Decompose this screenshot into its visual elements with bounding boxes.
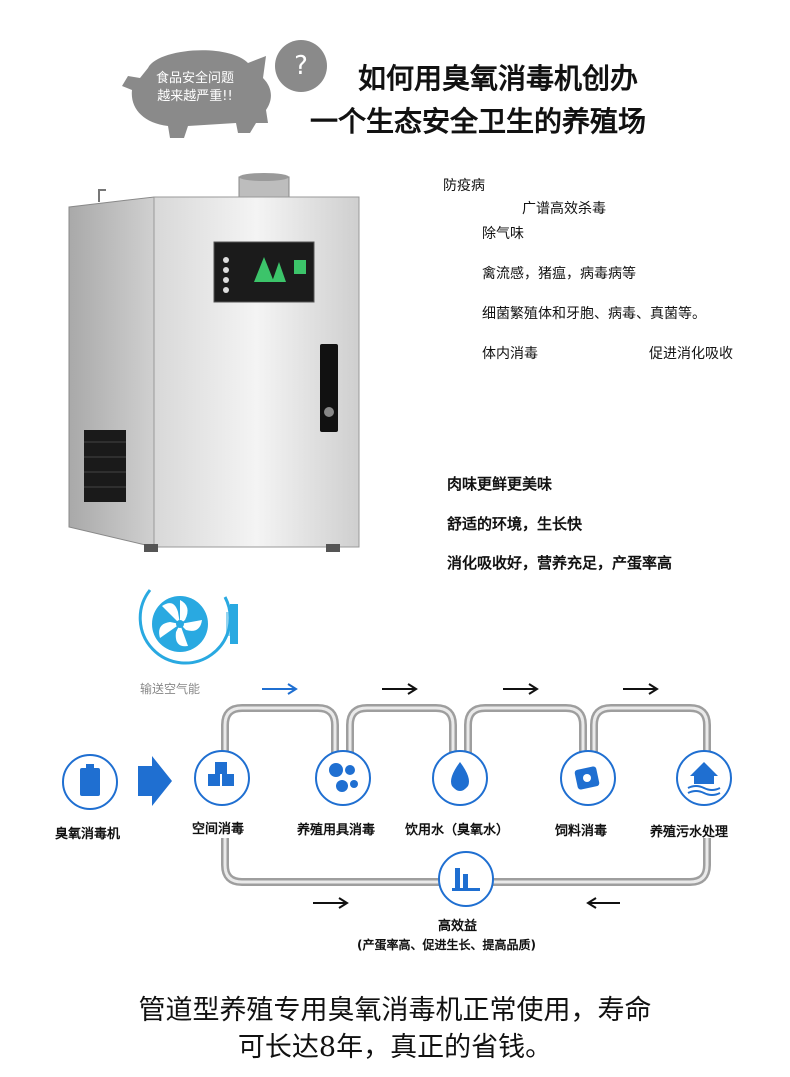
pig-icon [122,50,271,138]
flow-label-machine: 臭氧消毒机 [55,827,121,842]
pig-caption-line1: 食品安全问题 [155,71,234,86]
benefit-diseases: 禽流感，猪瘟，病毒病等 [482,266,636,282]
benefit-odor: 除气味 [482,226,524,242]
fan-icon [138,589,238,665]
flow-diagram [62,683,732,909]
fan-label: 输送空气能 [140,682,201,696]
footer-line1: 管道型养殖专用臭氧消毒机正常使用，寿命 [138,995,652,1026]
benefit-absorb: 消化吸收好，营养充足，产蛋率高 [447,554,673,572]
question-icon: ? [275,40,327,92]
footer-line2: 可长达8年，真正的省钱。 [237,1032,553,1063]
benefit-broad: 广谱高效杀毒 [522,201,606,217]
pig-caption-line2: 越来越严重!! [157,89,233,104]
flow-label-benefit-detail: (产蛋率高、促进生长、提高品质) [357,938,536,952]
page-title-line2: 一个生态安全卫生的养殖场 [310,105,647,138]
benefit-digest: 促进消化吸收 [649,346,733,362]
flow-label-tools: 养殖用具消毒 [297,823,376,838]
benefit-environment: 舒适的环境，生长快 [447,515,583,533]
flow-label-sewage: 养殖污水处理 [650,825,729,840]
ozone-machine-image [68,173,360,552]
flow-label-feed: 饲料消毒 [555,824,608,839]
benefit-epidemic: 防疫病 [443,178,485,194]
benefit-internal: 体内消毒 [482,346,538,362]
flow-label-benefit: 高效益 [438,919,478,934]
flow-label-space: 空间消毒 [192,822,245,837]
page-title-line1: 如何用臭氧消毒机创办 [358,62,639,95]
pig-caption: 食品安全问题 越来越严重!! [140,70,250,106]
benefit-meat: 肉味更鲜更美味 [447,475,553,493]
flow-label-water: 饮用水（臭氧水） [405,823,510,838]
benefit-bacteria: 细菌繁殖体和牙胞、病毒、真菌等。 [482,306,706,322]
